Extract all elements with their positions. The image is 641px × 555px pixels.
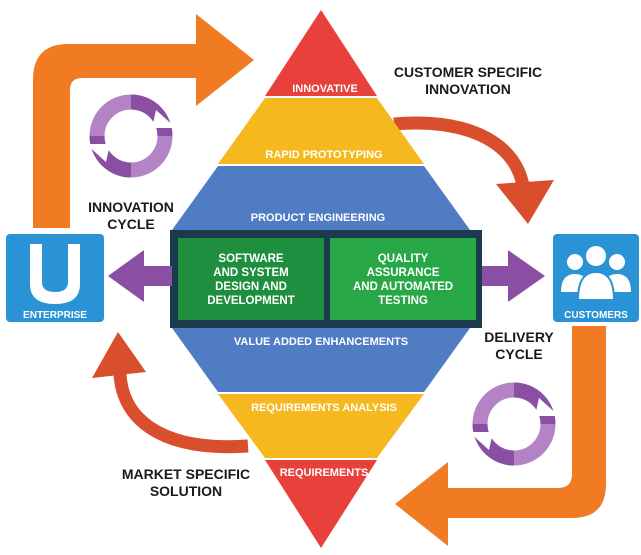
- enterprise-label: ENTERPRISE: [23, 310, 87, 321]
- requirements-analysis-label: REQUIREMENTS ANALYSIS: [251, 402, 397, 414]
- software-design-line-3: DESIGN AND: [215, 281, 287, 293]
- layer-requirements: [265, 460, 377, 548]
- customer-specific-line-1: CUSTOMER SPECIFIC: [394, 64, 542, 80]
- market-specific-line-2: SOLUTION: [150, 483, 222, 499]
- enterprise-logo-icon: [30, 244, 80, 304]
- left-purple-arrow: [108, 250, 172, 302]
- customer-innovation-curve-arrow: [393, 116, 531, 194]
- right-purple-arrow: [482, 250, 545, 302]
- software-design-line-1: SOFTWARE: [218, 253, 283, 265]
- delivery-cycle-icon: [469, 382, 559, 466]
- software-design-line-2: AND SYSTEM: [213, 267, 288, 279]
- market-solution-curve-arrow: [113, 365, 249, 454]
- market-solution-arrowhead: [92, 332, 146, 378]
- quality-assurance-box: [330, 238, 476, 320]
- innovation-cycle-icon: [86, 94, 176, 178]
- rapid-prototyping-label: RAPID PROTOTYPING: [265, 149, 382, 161]
- product-engineering-label: PRODUCT ENGINEERING: [251, 212, 385, 224]
- bottom-right-orange-arrow: [395, 326, 606, 546]
- software-design-box: [178, 238, 324, 320]
- software-design-line-4: DEVELOPMENT: [207, 295, 295, 307]
- quality-assurance-line-3: AND AUTOMATED: [353, 281, 453, 293]
- customers-label: CUSTOMERS: [564, 310, 628, 321]
- customer-specific-line-2: INNOVATION: [425, 81, 511, 97]
- customer-innovation-arrowhead: [496, 180, 554, 224]
- layer-rapid-prototyping: [218, 98, 424, 164]
- market-specific-line-1: MARKET SPECIFIC: [122, 466, 250, 482]
- requirements-label: REQUIREMENTS: [280, 467, 369, 479]
- quality-assurance-line-1: QUALITY: [378, 253, 429, 265]
- enterprise-tile[interactable]: ENTERPRISE: [6, 234, 104, 322]
- layer-value-added: [172, 328, 470, 392]
- innovation-cycle-line-2: CYCLE: [107, 216, 154, 232]
- layer-innovative: [265, 10, 377, 96]
- delivery-cycle-line-2: CYCLE: [495, 346, 542, 362]
- layer-product-engineering: [172, 166, 470, 230]
- innovation-cycle-line-1: INNOVATION: [88, 199, 174, 215]
- innovative-label: INNOVATIVE: [292, 83, 358, 95]
- software-design-text: SOFTWARE AND SYSTEM DESIGN AND DEVELOPME…: [207, 253, 295, 307]
- quality-assurance-line-2: ASSURANCE: [367, 267, 440, 279]
- top-left-orange-arrow: [33, 14, 254, 228]
- users-group-icon: [561, 246, 631, 301]
- quality-assurance-line-4: TESTING: [378, 295, 428, 307]
- delivery-cycle-line-1: DELIVERY: [484, 329, 554, 345]
- layer-requirements-analysis: [218, 394, 424, 458]
- value-added-label: VALUE ADDED ENHANCEMENTS: [234, 336, 408, 348]
- customers-tile[interactable]: CUSTOMERS: [553, 234, 639, 322]
- quality-assurance-text: QUALITY ASSURANCE AND AUTOMATED TESTING: [353, 253, 453, 307]
